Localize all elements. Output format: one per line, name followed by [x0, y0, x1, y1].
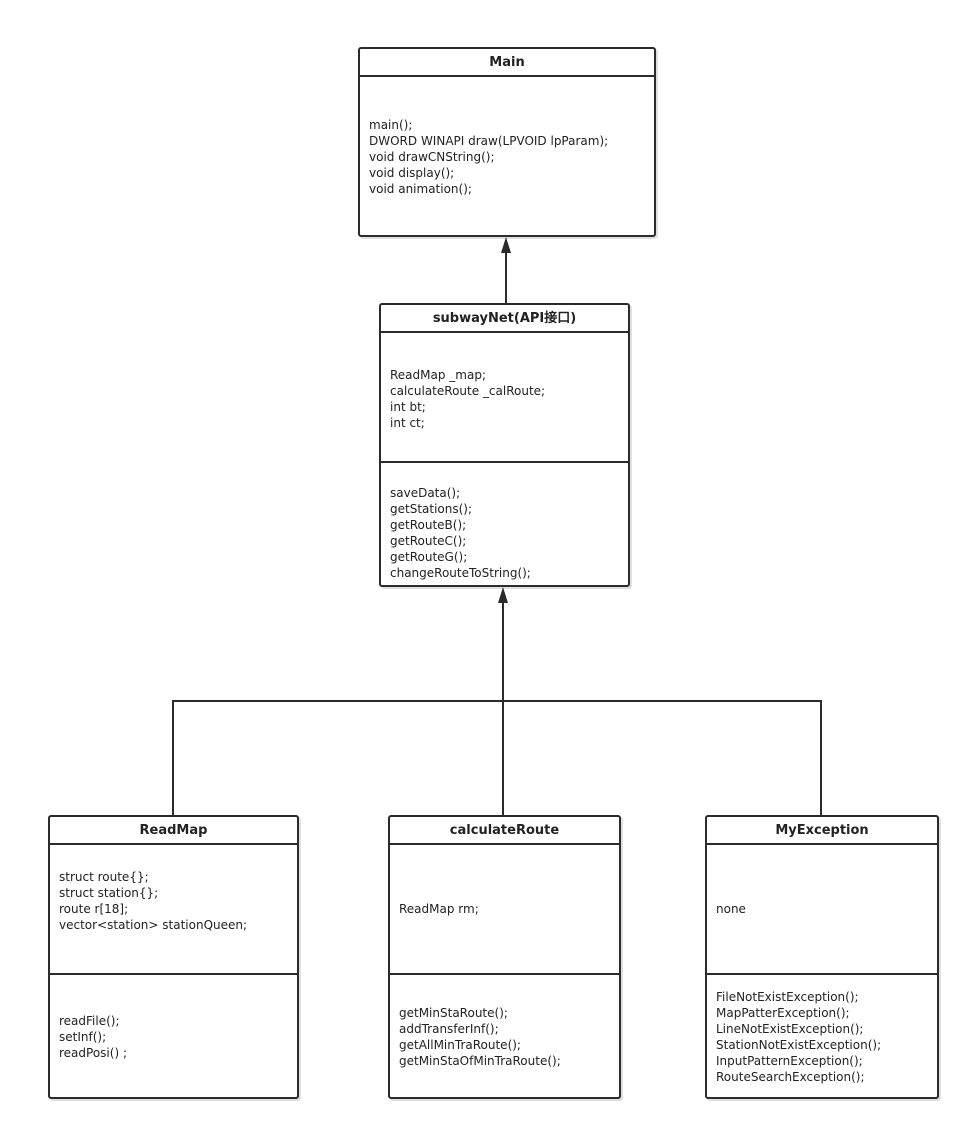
- class-readmap-methods: readFile(); setInf(); readPosi() ;: [50, 973, 297, 1097]
- member: void drawCNString();: [369, 150, 495, 164]
- method: getMinStaOfMinTraRoute();: [399, 1054, 561, 1068]
- attribute: ReadMap _map;: [390, 368, 486, 382]
- method: StationNotExistException();: [716, 1038, 882, 1052]
- class-subwaynet-title: subwayNet(API接口): [381, 305, 628, 333]
- attribute: vector<station> stationQueen;: [59, 918, 248, 932]
- attribute: calculateRoute _calRoute;: [390, 384, 546, 398]
- class-subwaynet-methods: saveData(); getStations(); getRouteB(); …: [381, 461, 628, 585]
- attribute: struct route{};: [59, 870, 149, 884]
- member: main();: [369, 118, 413, 132]
- method: getRouteC();: [390, 534, 467, 548]
- class-subwaynet[interactable]: subwayNet(API接口) ReadMap _map; calculate…: [379, 303, 630, 587]
- arrowhead-to-main: [501, 237, 511, 253]
- method: RouteSearchException();: [716, 1070, 865, 1084]
- class-readmap-title: ReadMap: [50, 817, 297, 845]
- method: saveData();: [390, 486, 461, 500]
- attribute: none: [716, 902, 746, 916]
- attribute: int bt;: [390, 400, 426, 414]
- attribute: route r[18];: [59, 902, 129, 916]
- class-myexception-attributes: none: [707, 845, 937, 973]
- class-main[interactable]: Main main(); DWORD WINAPI draw(LPVOID lp…: [358, 47, 656, 237]
- attribute: ReadMap rm;: [399, 902, 479, 916]
- class-myexception[interactable]: MyException none FileNotExistException()…: [705, 815, 939, 1099]
- method: MapPatterException();: [716, 1006, 850, 1020]
- method: getRouteB();: [390, 518, 467, 532]
- method: readFile();: [59, 1014, 120, 1028]
- class-main-members: main(); DWORD WINAPI draw(LPVOID lpParam…: [360, 77, 654, 235]
- class-calculateroute-title: calculateRoute: [390, 817, 619, 845]
- method: getMinStaRoute();: [399, 1006, 508, 1020]
- class-subwaynet-attributes: ReadMap _map; calculateRoute _calRoute; …: [381, 333, 628, 461]
- class-readmap-attributes: struct route{}; struct station{}; route …: [50, 845, 297, 973]
- method: getStations();: [390, 502, 473, 516]
- member: void display();: [369, 166, 455, 180]
- connector-myexception-branch: [503, 700, 822, 816]
- method: InputPatternException();: [716, 1054, 863, 1068]
- method: addTransferInf();: [399, 1022, 499, 1036]
- attribute: struct station{};: [59, 886, 159, 900]
- member: void animation();: [369, 182, 472, 196]
- class-myexception-methods: FileNotExistException(); MapPatterExcept…: [707, 973, 937, 1097]
- class-calculateroute[interactable]: calculateRoute ReadMap rm; getMinStaRout…: [388, 815, 621, 1099]
- method: setInf();: [59, 1030, 107, 1044]
- method: LineNotExistException();: [716, 1022, 864, 1036]
- method: readPosi() ;: [59, 1046, 127, 1060]
- attribute: int ct;: [390, 416, 425, 430]
- connector-readmap-branch: [172, 700, 503, 816]
- arrowhead-to-subwaynet: [498, 587, 508, 603]
- method: FileNotExistException();: [716, 990, 859, 1004]
- method: getAllMinTraRoute();: [399, 1038, 521, 1052]
- method: getRouteG();: [390, 550, 468, 564]
- class-main-title: Main: [360, 49, 654, 77]
- class-calculateroute-attributes: ReadMap rm;: [390, 845, 619, 973]
- class-readmap[interactable]: ReadMap struct route{}; struct station{}…: [48, 815, 299, 1099]
- method: changeRouteToString();: [390, 566, 531, 580]
- member: DWORD WINAPI draw(LPVOID lpParam);: [369, 134, 609, 148]
- class-calculateroute-methods: getMinStaRoute(); addTransferInf(); getA…: [390, 973, 619, 1097]
- class-myexception-title: MyException: [707, 817, 937, 845]
